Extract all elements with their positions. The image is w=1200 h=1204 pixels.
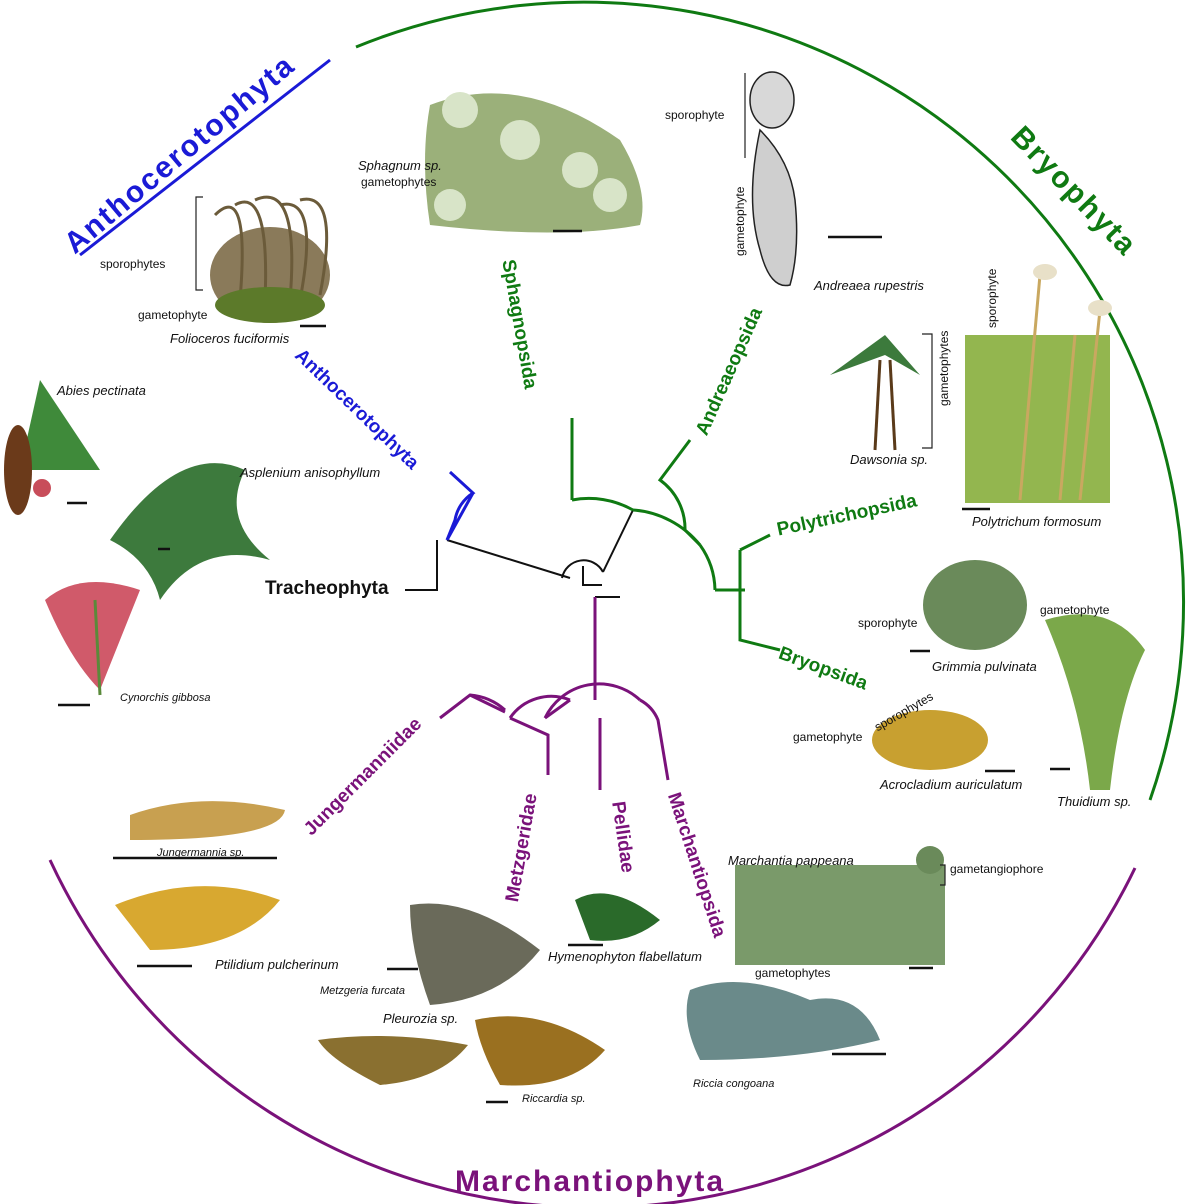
bryophyta-branch — [570, 418, 781, 652]
acrocladium-image — [872, 710, 988, 770]
ptilidium-image — [115, 886, 280, 950]
species-hymenophyton: Hymenophyton flabellatum — [548, 949, 702, 964]
species-folioceros: Folioceros fuciformis — [170, 331, 290, 346]
species-grimmia: Grimmia pulvinata — [932, 659, 1037, 674]
species-ptilidium: Ptilidium pulcherinum — [215, 957, 339, 972]
grimmia-image — [923, 560, 1027, 650]
part-grimmia-sporophyte: sporophyte — [858, 616, 918, 630]
species-riccardia: Riccardia sp. — [522, 1093, 586, 1105]
metzgeria-image — [410, 903, 540, 1005]
part-thuidium-gametophyte: gametophyte — [1040, 603, 1110, 617]
phylum-marchantiophyta: Marchantiophyta — [455, 1165, 726, 1198]
species-andreaea: Andreaea rupestris — [814, 278, 924, 293]
andreaea-image — [749, 71, 798, 287]
species-cynorchis: Cynorchis gibbosa — [120, 692, 211, 704]
bracket-lines — [195, 73, 946, 886]
part-acrocladium-gametophyte: gametophyte — [793, 730, 863, 744]
anthocerotophyta-branch — [445, 470, 476, 541]
riccia-image — [686, 982, 880, 1060]
scale-bars — [58, 229, 1070, 1104]
species-polytrichum: Polytrichum formosum — [972, 514, 1102, 529]
species-acrocladium: Acrocladium auriculatum — [880, 777, 1023, 792]
cynorchis-image — [45, 582, 140, 696]
pleurozia-image — [318, 1036, 468, 1085]
part-marchantia-gametophytes: gametophytes — [755, 966, 831, 980]
marchantiophyta-branch — [439, 597, 670, 790]
species-riccia: Riccia congoana — [693, 1078, 775, 1090]
species-marchantia: Marchantia pappeana — [728, 853, 854, 868]
anthocerotophyta-arc — [79, 58, 331, 257]
species-asplenium: Asplenium anisophyllum — [240, 465, 381, 480]
part-sphagnum-gametophytes: gametophytes — [361, 175, 437, 189]
marchantia-image — [735, 846, 945, 965]
hymenophyton-image — [575, 893, 660, 941]
marchantiophyta-arc — [48, 859, 1137, 1204]
species-dawsonia: Dawsonia sp. — [850, 452, 929, 467]
species-sphagnum: Sphagnum sp. — [358, 158, 442, 173]
part-gametangiophore: gametangiophore — [950, 862, 1044, 876]
riccardia-image — [475, 1016, 605, 1086]
part-polytrichum-sporophyte: sporophyte — [985, 268, 999, 328]
dawsonia-image — [830, 335, 920, 451]
sphagnum-image — [425, 92, 643, 233]
species-jungermannia: Jungermannia sp. — [157, 847, 245, 859]
jungermannia-image — [130, 801, 285, 840]
clade-tracheophyta: Tracheophyta — [265, 578, 389, 599]
species-metzgeria: Metzgeria furcata — [320, 985, 405, 997]
tree-backbone — [405, 509, 634, 598]
part-antho-gametophyte: gametophyte — [138, 308, 208, 322]
part-andreaea-sporophyte: sporophyte — [665, 108, 725, 122]
species-abies: Abies pectinata — [57, 383, 146, 398]
species-pleurozia: Pleurozia sp. — [383, 1011, 459, 1026]
part-antho-sporophytes: sporophytes — [100, 257, 166, 271]
part-andreaea-gametophyte: gametophyte — [733, 186, 747, 256]
thuidium-image — [1045, 614, 1145, 790]
folioceros-image — [210, 195, 330, 323]
abies-image — [4, 380, 100, 515]
species-thuidium: Thuidium sp. — [1057, 794, 1132, 809]
asplenium-image — [110, 463, 270, 600]
part-dawsonia-gametophytes: gametophytes — [937, 330, 951, 406]
bryophyta-arc — [355, 0, 1186, 801]
polytrichum-image — [965, 264, 1112, 503]
